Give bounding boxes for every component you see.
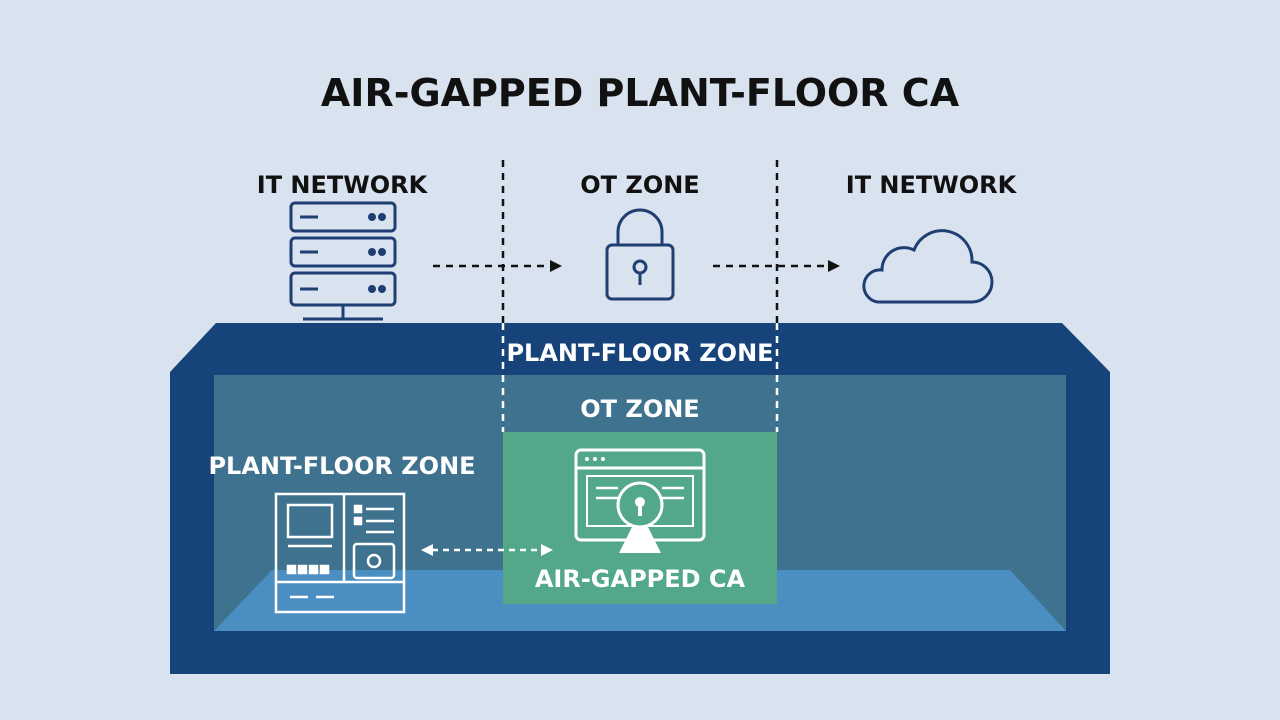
air-gapped-ca-label: AIR-GAPPED CA <box>535 565 746 593</box>
diagram-title: AIR-GAPPED PLANT-FLOOR CA <box>321 71 960 115</box>
zone-label-ot-zone-top: OT ZONE <box>580 171 699 199</box>
ot-zone-label-inner: OT ZONE <box>580 395 699 423</box>
control-panel-icon <box>274 492 406 614</box>
plant-floor-zone-label-outer: PLANT-FLOOR ZONE <box>506 339 773 367</box>
server-rack-icon <box>289 201 397 321</box>
arrow-it-to-ot <box>433 260 562 272</box>
zone-label-it-network-left: IT NETWORK <box>257 171 429 199</box>
ca-monitor-keyhole-icon <box>574 448 706 553</box>
plant-floor-zone-label-inner: PLANT-FLOOR ZONE <box>208 452 475 480</box>
cloud-icon <box>862 229 994 304</box>
arrow-ot-to-it <box>713 260 840 272</box>
padlock-icon <box>605 208 675 301</box>
zone-label-it-network-right: IT NETWORK <box>846 171 1018 199</box>
bidirectional-arrow-device-ca <box>421 544 553 556</box>
